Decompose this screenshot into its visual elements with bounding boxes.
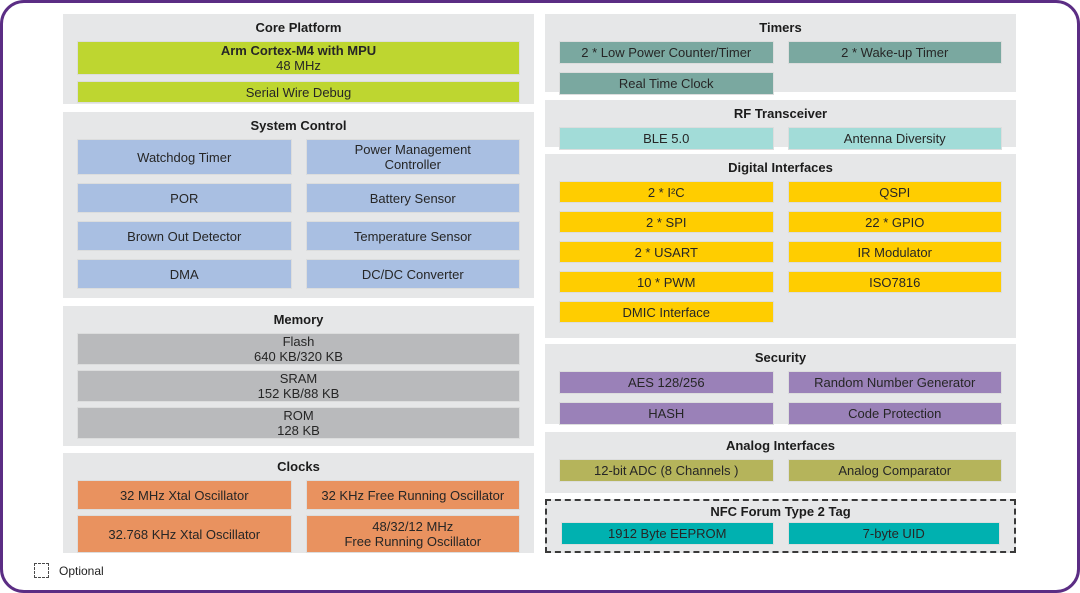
section-title-timers: Timers bbox=[759, 20, 802, 35]
nfc-blocks: 1912 Byte EEPROM 7-byte UID bbox=[561, 522, 1000, 545]
block-flash: Flash 640 KB/320 KB bbox=[77, 333, 520, 365]
block-rom: ROM 128 KB bbox=[77, 407, 520, 439]
block-serial-wire-debug: Serial Wire Debug bbox=[77, 81, 520, 103]
block-adc: 12-bit ADC (8 Channels ) bbox=[559, 459, 774, 482]
clocks-blocks: 32 MHz Xtal Oscillator 32 KHz Free Runni… bbox=[77, 480, 520, 553]
cpu-name: Arm Cortex-M4 with MPU bbox=[220, 43, 377, 58]
block-32mhz-xtal-oscillator: 32 MHz Xtal Oscillator bbox=[77, 480, 292, 510]
cpu-frequency: 48 MHz bbox=[276, 58, 321, 73]
block-dcdc-converter: DC/DC Converter bbox=[305, 259, 520, 289]
section-title-memory: Memory bbox=[273, 312, 324, 327]
section-title-clocks: Clocks bbox=[277, 459, 320, 474]
block-battery-sensor: Battery Sensor bbox=[305, 183, 520, 213]
core-platform-blocks: Arm Cortex-M4 with MPU 48 MHz Serial Wir… bbox=[77, 41, 520, 103]
block-uid: 7-byte UID bbox=[787, 522, 1000, 545]
block-power-management-controller: Power Management Controller bbox=[305, 139, 520, 175]
section-memory: Memory Flash 640 KB/320 KB SRAM 152 KB/8… bbox=[63, 306, 534, 446]
block-qspi: QSPI bbox=[787, 181, 1002, 203]
block-antenna-diversity: Antenna Diversity bbox=[787, 127, 1002, 150]
block-brown-out-detector: Brown Out Detector bbox=[77, 221, 292, 251]
block-eeprom: 1912 Byte EEPROM bbox=[561, 522, 774, 545]
section-analog-interfaces: Analog Interfaces 12-bit ADC (8 Channels… bbox=[545, 432, 1016, 493]
section-timers: Timers 2 * Low Power Counter/Timer 2 * W… bbox=[545, 14, 1016, 95]
block-pwm: 10 * PWM bbox=[559, 271, 774, 293]
section-system-control: System Control Watchdog Timer Power Mana… bbox=[63, 112, 534, 298]
section-rf-transceiver: RF Transceiver BLE 5.0 Antenna Diversity bbox=[545, 100, 1016, 150]
block-analog-comparator: Analog Comparator bbox=[787, 459, 1002, 482]
block-low-power-counter-timer: 2 * Low Power Counter/Timer bbox=[559, 41, 774, 64]
section-clocks: Clocks 32 MHz Xtal Oscillator 32 KHz Fre… bbox=[63, 453, 534, 553]
section-digital-interfaces: Digital Interfaces 2 * I²C 2 * SPI 2 * U… bbox=[545, 154, 1016, 338]
block-32768khz-xtal-oscillator: 32.768 KHz Xtal Oscillator bbox=[77, 515, 292, 553]
block-gpio: 22 * GPIO bbox=[787, 211, 1002, 233]
section-title-analog-interfaces: Analog Interfaces bbox=[725, 438, 836, 453]
section-title-rf-transceiver: RF Transceiver bbox=[733, 106, 828, 121]
section-title-core-platform: Core Platform bbox=[255, 20, 342, 35]
block-ir-modulator: IR Modulator bbox=[787, 241, 1002, 263]
system-control-blocks: Watchdog Timer Power Management Controll… bbox=[77, 139, 520, 289]
analog-interfaces-blocks: 12-bit ADC (8 Channels ) Analog Comparat… bbox=[559, 459, 1002, 482]
digital-right-column: QSPI 22 * GPIO IR Modulator ISO7816 bbox=[787, 181, 1002, 323]
digital-interfaces-blocks: 2 * I²C 2 * SPI 2 * USART 10 * PWM DMIC … bbox=[559, 181, 1002, 323]
block-usart: 2 * USART bbox=[559, 241, 774, 263]
block-32khz-free-running-oscillator: 32 KHz Free Running Oscillator bbox=[305, 480, 520, 510]
block-code-protection: Code Protection bbox=[787, 402, 1002, 425]
block-hash: HASH bbox=[559, 402, 774, 425]
block-por: POR bbox=[77, 183, 292, 213]
block-random-number-generator: Random Number Generator bbox=[787, 371, 1002, 394]
section-title-system-control: System Control bbox=[250, 118, 347, 133]
rf-transceiver-blocks: BLE 5.0 Antenna Diversity bbox=[559, 127, 1002, 150]
block-dma: DMA bbox=[77, 259, 292, 289]
section-core-platform: Core Platform Arm Cortex-M4 with MPU 48 … bbox=[63, 14, 534, 104]
block-wakeup-timer: 2 * Wake-up Timer bbox=[787, 41, 1002, 64]
block-spi: 2 * SPI bbox=[559, 211, 774, 233]
block-dmic-interface: DMIC Interface bbox=[559, 301, 774, 323]
section-title-nfc: NFC Forum Type 2 Tag bbox=[710, 504, 851, 519]
section-title-digital-interfaces: Digital Interfaces bbox=[728, 160, 833, 175]
optional-dashed-box-icon bbox=[34, 563, 49, 578]
timers-blocks: 2 * Low Power Counter/Timer 2 * Wake-up … bbox=[559, 41, 1002, 95]
optional-legend: Optional bbox=[34, 563, 104, 578]
section-nfc-forum-type-2-tag: NFC Forum Type 2 Tag 1912 Byte EEPROM 7-… bbox=[545, 499, 1016, 553]
section-title-security: Security bbox=[754, 350, 807, 365]
block-real-time-clock: Real Time Clock bbox=[559, 72, 774, 95]
block-48-32-12mhz-free-running-oscillator: 48/32/12 MHz Free Running Oscillator bbox=[305, 515, 520, 553]
block-ble-5-0: BLE 5.0 bbox=[559, 127, 774, 150]
block-iso7816: ISO7816 bbox=[787, 271, 1002, 293]
block-temperature-sensor: Temperature Sensor bbox=[305, 221, 520, 251]
memory-blocks: Flash 640 KB/320 KB SRAM 152 KB/88 KB RO… bbox=[77, 333, 520, 439]
digital-left-column: 2 * I²C 2 * SPI 2 * USART 10 * PWM DMIC … bbox=[559, 181, 774, 323]
section-security: Security AES 128/256 Random Number Gener… bbox=[545, 344, 1016, 425]
block-sram: SRAM 152 KB/88 KB bbox=[77, 370, 520, 402]
security-blocks: AES 128/256 Random Number Generator HASH… bbox=[559, 371, 1002, 425]
block-cpu: Arm Cortex-M4 with MPU 48 MHz bbox=[77, 41, 520, 75]
block-aes: AES 128/256 bbox=[559, 371, 774, 394]
block-watchdog-timer: Watchdog Timer bbox=[77, 139, 292, 175]
block-i2c: 2 * I²C bbox=[559, 181, 774, 203]
optional-legend-label: Optional bbox=[59, 563, 104, 578]
